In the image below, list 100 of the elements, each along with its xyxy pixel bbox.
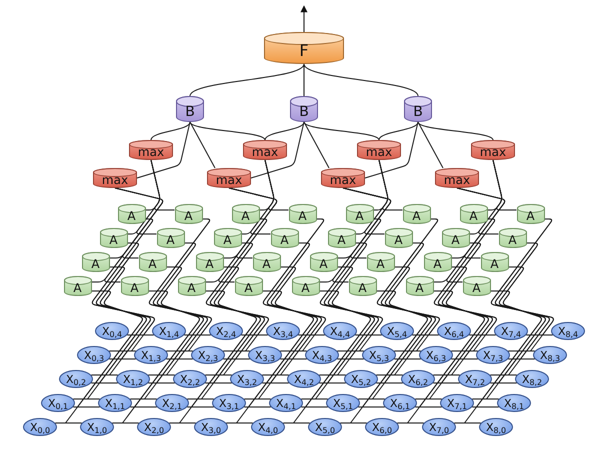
ellipse-node [515,370,549,388]
node-label: X$_{3,4}$ [272,326,294,336]
cylinder-node [120,276,148,296]
node-label: X$_{6,3}$ [426,350,446,360]
connector-line [96,242,151,360]
node-label: X$_{2,0}$ [144,422,164,432]
node-label: A [433,258,442,270]
connector-line [438,242,493,360]
node-label: X$_{8,2}$ [522,374,542,384]
connector-line [432,266,489,384]
cylinder-node [402,204,430,224]
node-label: max [480,146,506,158]
ellipse-node [209,322,243,340]
node-label: max [444,174,470,186]
node-label: X$_{2,1}$ [162,398,182,408]
node-label: A [472,282,481,294]
ellipse-node [248,346,282,364]
node-label: A [241,210,250,222]
cylinder-node [214,228,242,248]
node-label: X$_{7,2}$ [464,374,486,384]
node-label: A [73,282,82,294]
cylinder-node [366,252,394,272]
node-label: X$_{4,1}$ [276,398,296,408]
ellipse-node [137,418,171,436]
node-label: A [127,210,136,222]
cylinder-node [471,140,515,160]
connector-line [304,122,330,168]
cylinder-node [138,252,166,272]
node-label: A [262,258,271,270]
ellipse-node [326,394,360,412]
connector-line [472,290,542,408]
node-label: A [280,234,289,246]
ellipse-node [323,322,357,340]
cylinder-node [462,276,490,296]
connector-line [250,122,304,178]
node-label: F [299,43,309,59]
cylinder-node [321,168,365,188]
node-label: A [184,210,193,222]
node-label: X$_{7,4}$ [500,326,522,336]
connector-line [266,242,322,360]
cylinder-node [243,140,287,160]
node-label: X$_{6,0}$ [372,422,392,432]
connector-line [136,122,190,178]
connector-line [148,266,204,384]
node-label: A [130,282,139,294]
connector-line [90,266,147,384]
cylinder-node [480,252,508,272]
connector-line [244,290,314,408]
node-label: X$_{3,3}$ [254,350,276,360]
ellipse-node [305,346,339,364]
node-label: X$_{6,4}$ [444,326,464,336]
cylinder-node [348,276,376,296]
node-label: X$_{2,4}$ [216,326,236,336]
cylinder-node [118,204,146,224]
connector-line [190,122,266,140]
cylinder-node [264,32,344,64]
ellipse-node [266,322,300,340]
cylinder-node [384,228,412,248]
connector-line [364,122,418,178]
node-label: A [337,234,346,246]
cylinder-node [406,276,434,296]
connector-line [494,242,550,360]
node-label: max [138,146,164,158]
cylinder-node [156,228,184,248]
node-label: X$_{7,3}$ [482,350,504,360]
cylinder-node [328,228,356,248]
cylinder-node [64,276,92,296]
connector-line [262,266,318,384]
node-label: A [109,234,118,246]
cylinder-node [435,168,479,188]
ellipse-node [479,418,513,436]
node-label: max [366,146,392,158]
cylinder-node [346,204,374,224]
node-label: X$_{6,2}$ [408,374,428,384]
cylinder-node [100,228,128,248]
node-label: A [223,234,232,246]
cylinder-node [176,96,204,122]
cylinder-node [310,252,338,272]
node-label: B [413,104,423,118]
ellipse-node [59,370,93,388]
connector-line [318,266,375,384]
node-label: A [394,234,403,246]
cylinder-node [498,228,526,248]
node-label: max [252,146,278,158]
node-label: X$_{1,2}$ [122,374,144,384]
connector-line [150,122,190,140]
node-label: A [298,210,307,222]
connector-line [204,266,261,384]
ellipse-node [173,370,207,388]
connector-line [130,290,200,408]
connector-line [190,122,216,168]
ellipse-node [494,322,528,340]
ellipse-node [419,346,453,364]
node-label: X$_{5,2}$ [350,374,372,384]
ellipse-node [458,370,492,388]
cylinder-node [82,252,110,272]
cylinder-node [288,204,316,224]
cylinder-node [196,252,224,272]
connector-line [152,242,208,360]
cylinder-node [270,228,298,248]
